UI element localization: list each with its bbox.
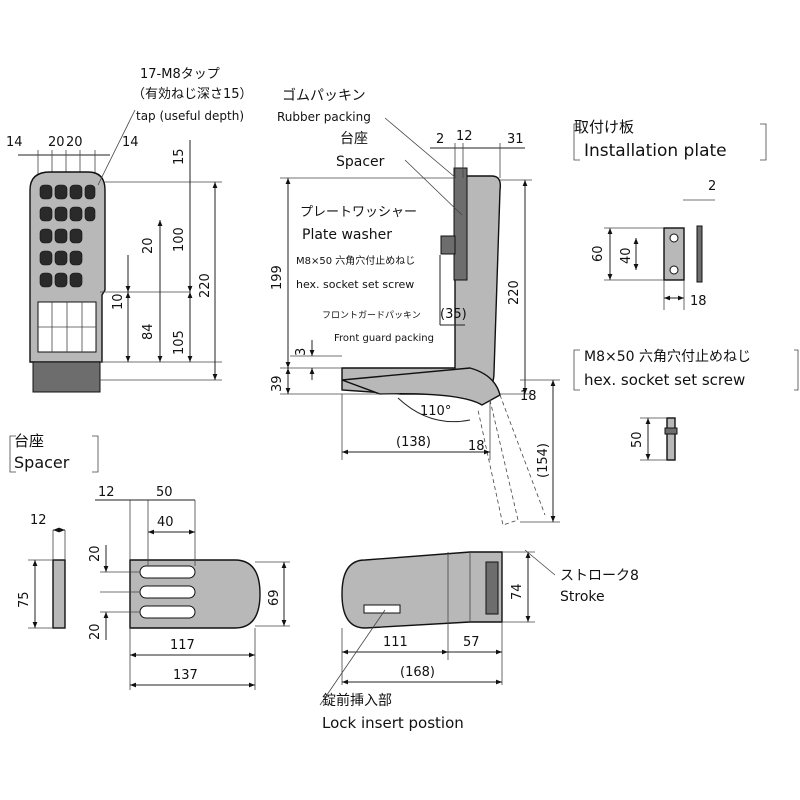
dim-40b: 40 bbox=[157, 515, 174, 530]
frontguard-en: Front guard packing bbox=[334, 333, 434, 344]
spacer2-jp: 台座 bbox=[14, 432, 44, 450]
side-view: 2 12 31 199 220 (35) 3 39 110° 18 (138) … bbox=[270, 87, 560, 526]
dim-220a: 220 bbox=[198, 273, 213, 298]
dim-20b: 20 bbox=[66, 135, 83, 150]
dim-154: (154) bbox=[536, 443, 551, 478]
dim-35: (35) bbox=[440, 307, 467, 322]
dim-12c: 12 bbox=[30, 513, 47, 528]
lever-arm bbox=[341, 367, 501, 406]
dim-60: 60 bbox=[591, 245, 606, 262]
dim-111: 111 bbox=[383, 635, 408, 650]
plate-washer bbox=[440, 235, 456, 255]
dim-50b: 50 bbox=[156, 485, 173, 500]
spacer-en: Spacer bbox=[336, 154, 385, 170]
spacer2-en: Spacer bbox=[14, 453, 70, 472]
dim-15: 15 bbox=[172, 148, 187, 165]
plate-side bbox=[696, 225, 703, 283]
installation-plate-view: 取付け板 Installation plate 2 60 40 18 bbox=[573, 118, 767, 310]
dim-2a: 2 bbox=[436, 132, 444, 147]
dim-18b: 18 bbox=[468, 439, 485, 454]
dim-18c: 18 bbox=[690, 294, 707, 309]
dim-20c: 20 bbox=[141, 237, 156, 254]
spacer-side bbox=[52, 559, 66, 629]
dim-10: 10 bbox=[111, 293, 126, 310]
dim-12a: 12 bbox=[456, 129, 473, 144]
tap-en: tap (useful depth) bbox=[136, 109, 244, 123]
install-en: Installation plate bbox=[584, 141, 727, 161]
rubber-jp: ゴムパッキン bbox=[282, 87, 366, 104]
dim-39: 39 bbox=[270, 375, 285, 392]
handle-bottom-body bbox=[341, 551, 503, 629]
screw-small-en: hex. socket set screw bbox=[296, 278, 414, 291]
dim-14a: 14 bbox=[6, 135, 23, 150]
washer-en: Plate washer bbox=[302, 227, 392, 243]
dim-14b: 14 bbox=[122, 135, 139, 150]
stroke-jp: ストローク8 bbox=[560, 568, 639, 584]
dim-40a: 40 bbox=[619, 247, 634, 264]
tap-hole-grid bbox=[39, 184, 96, 288]
dim-20d: 20 bbox=[88, 545, 103, 562]
rubber-en: Rubber packing bbox=[277, 110, 371, 124]
bottom-view: 74 ストローク8 Stroke 111 57 (168) 錠前挿入部 Lock… bbox=[319, 549, 639, 732]
dim-18a: 18 bbox=[520, 389, 537, 404]
dim-12b: 12 bbox=[98, 485, 115, 500]
lock-en: Lock insert postion bbox=[322, 714, 464, 732]
hex-screw-view: M8×50 六角穴付止めねじ hex. socket set screw 50 bbox=[573, 349, 799, 461]
spacer-view: 台座 Spacer 12 75 12 50 40 20 20 bbox=[9, 432, 290, 690]
dim-75: 75 bbox=[17, 591, 32, 608]
dim-138: (138) bbox=[396, 435, 431, 450]
screw-title-jp: M8×50 六角穴付止めねじ bbox=[584, 349, 751, 365]
screw-body bbox=[666, 417, 676, 461]
frontguard-jp: フロントガードパッキン bbox=[322, 310, 421, 321]
dim-20a: 20 bbox=[48, 135, 65, 150]
dim-168: (168) bbox=[400, 665, 435, 680]
dim-117: 117 bbox=[170, 638, 195, 653]
tap-depth-jp: （有効ねじ深さ15） bbox=[132, 87, 253, 102]
dim-110: 110° bbox=[420, 404, 451, 419]
dim-3: 3 bbox=[294, 348, 309, 356]
lever-open-dashed bbox=[477, 399, 519, 526]
dim-84: 84 bbox=[141, 323, 156, 340]
dim-220b: 220 bbox=[507, 280, 522, 305]
spacer-jp: 台座 bbox=[340, 131, 368, 147]
install-jp: 取付け板 bbox=[574, 118, 634, 136]
plate-front bbox=[663, 227, 685, 281]
screw-title-en: hex. socket set screw bbox=[584, 371, 745, 389]
screw-small-jp: M8×50 六角穴付止めねじ bbox=[296, 254, 415, 267]
tap-title: 17-M8タップ bbox=[140, 67, 220, 82]
dim-2b: 2 bbox=[708, 179, 716, 194]
front-view: 14 20 20 14 bbox=[6, 67, 253, 393]
dim-137: 137 bbox=[173, 668, 198, 683]
dim-199: 199 bbox=[270, 265, 285, 290]
lock-jp: 錠前挿入部 bbox=[322, 692, 392, 709]
dim-20e: 20 bbox=[88, 623, 103, 640]
dim-50a: 50 bbox=[630, 431, 645, 448]
stroke-en: Stroke bbox=[560, 589, 605, 605]
dim-57: 57 bbox=[463, 635, 480, 650]
handle-front-foot bbox=[32, 361, 101, 393]
dim-31: 31 bbox=[507, 132, 524, 147]
dim-100: 100 bbox=[172, 227, 187, 252]
stroke-block bbox=[485, 561, 499, 615]
dim-74: 74 bbox=[510, 583, 525, 600]
dim-69: 69 bbox=[267, 589, 282, 606]
dim-105: 105 bbox=[172, 330, 187, 355]
washer-jp: プレートワッシャー bbox=[300, 205, 417, 220]
rubber-packing bbox=[453, 167, 468, 281]
